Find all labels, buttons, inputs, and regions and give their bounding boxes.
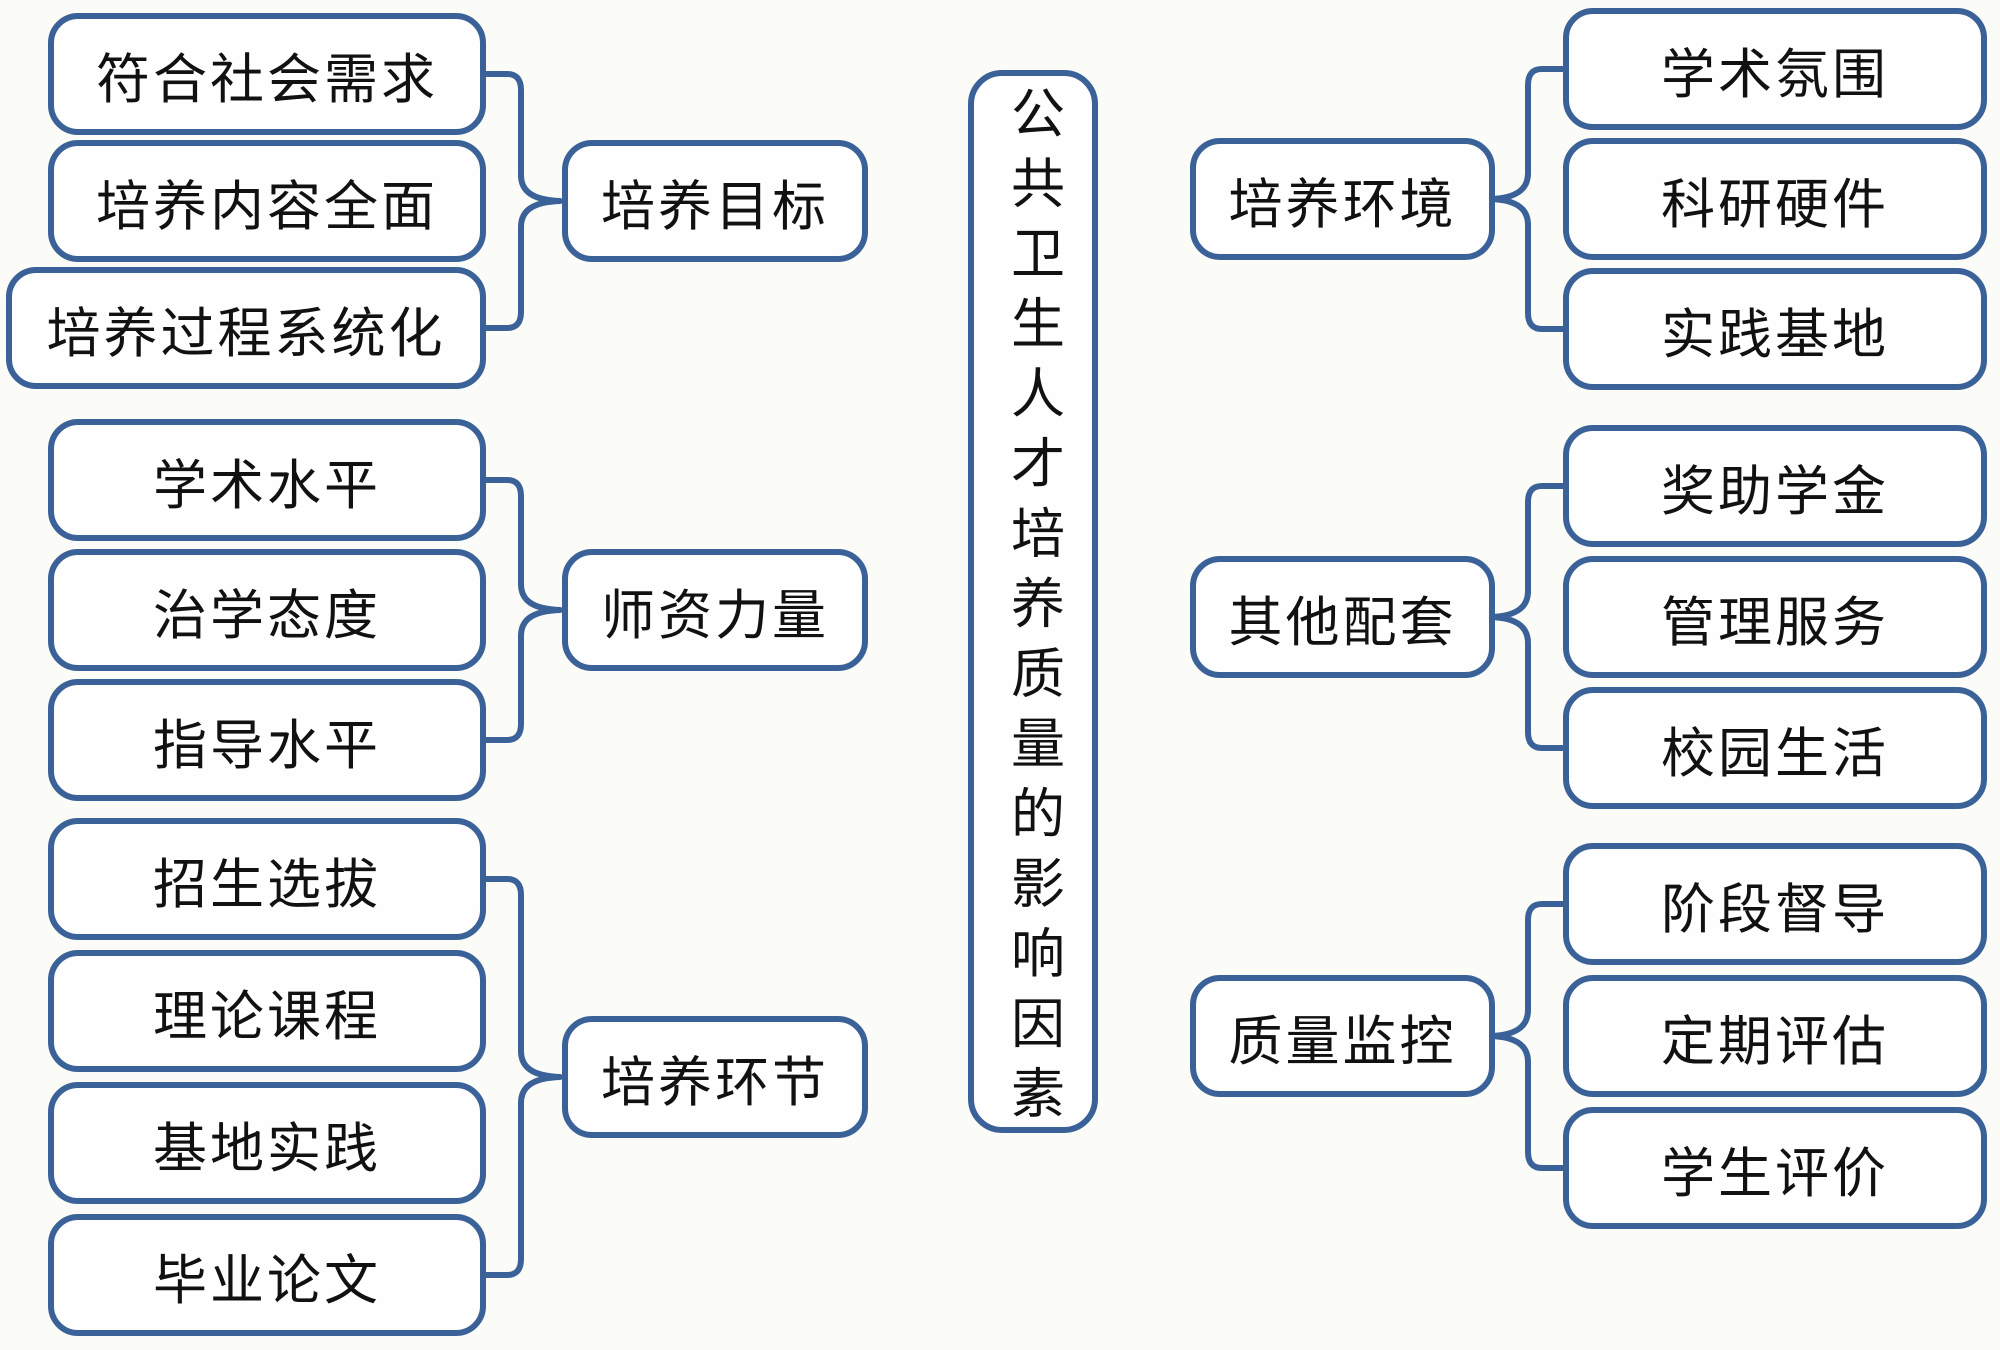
node-other-support: 其他配套: [1190, 556, 1495, 678]
node-central-topic: 公共卫生人才培养质量的影响因素: [968, 70, 1098, 1135]
node-scholarship-attitude: 治学态度: [48, 549, 486, 671]
node-periodic-evaluation: 定期评估: [1563, 975, 1987, 1097]
node-training-objectives: 培养目标: [562, 140, 868, 262]
node-graduation-thesis: 毕业论文: [48, 1214, 486, 1336]
node-faculty-strength: 师资力量: [562, 549, 868, 671]
brace-training-stages: [486, 876, 563, 1278]
brace-faculty-strength: [486, 477, 563, 743]
node-quality-monitoring: 质量监控: [1190, 975, 1495, 1097]
node-comprehensive-content: 培养内容全面: [48, 140, 486, 262]
node-guidance-level: 指导水平: [48, 679, 486, 801]
node-scholarships: 奖助学金: [1563, 425, 1987, 547]
brace-quality-monitoring: [1488, 901, 1564, 1171]
node-management-services: 管理服务: [1563, 556, 1987, 678]
brace-training-objectives: [486, 71, 563, 331]
node-research-hardware: 科研硬件: [1563, 138, 1987, 260]
node-training-stages: 培养环节: [562, 1016, 868, 1138]
node-theory-courses: 理论课程: [48, 950, 486, 1072]
node-campus-life: 校园生活: [1563, 687, 1987, 809]
brace-other-support: [1488, 483, 1564, 751]
node-meet-social-needs: 符合社会需求: [48, 13, 486, 135]
central-topic-label: 公共卫生人才培养质量的影响因素: [1002, 84, 1063, 1135]
node-practice-base: 实践基地: [1563, 268, 1987, 390]
node-student-evaluation: 学生评价: [1563, 1107, 1987, 1229]
brace-training-environment: [1488, 66, 1564, 332]
node-enrollment-selection: 招生选拔: [48, 818, 486, 940]
node-academic-level: 学术水平: [48, 419, 486, 541]
node-training-environment: 培养环境: [1190, 138, 1495, 260]
node-base-practice: 基地实践: [48, 1082, 486, 1204]
node-academic-atmosphere: 学术氛围: [1563, 8, 1987, 130]
node-systematic-process: 培养过程系统化: [6, 267, 486, 389]
node-stage-supervision: 阶段督导: [1563, 843, 1987, 965]
